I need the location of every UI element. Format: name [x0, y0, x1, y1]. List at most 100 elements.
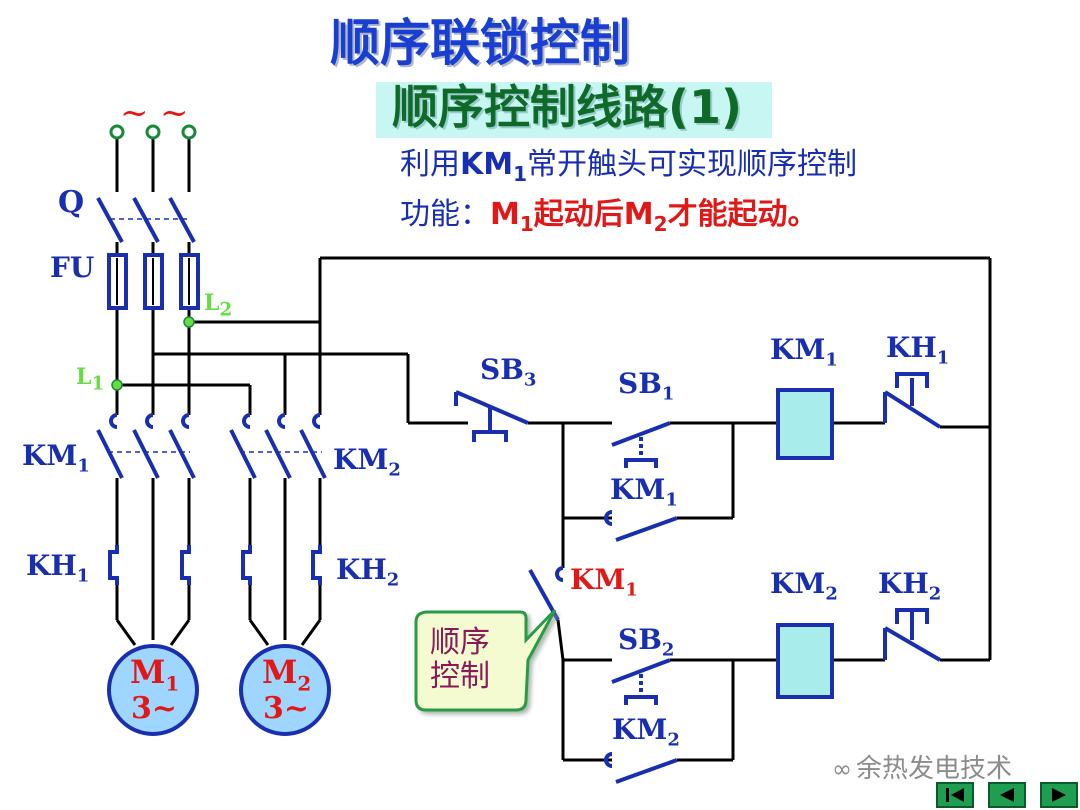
switch-blade	[168, 197, 196, 243]
label-l2: L2	[204, 292, 232, 320]
supply-symbol: ~	[120, 96, 149, 130]
km-sub: 1	[625, 579, 638, 601]
label-sb3: SB3	[480, 356, 536, 390]
kh-sub: 2	[928, 583, 942, 605]
km-sub: 1	[825, 349, 838, 371]
sb-sub: 3	[523, 369, 537, 391]
desc-contact-sub: 1	[513, 162, 528, 186]
desc-text: 才能起动。	[667, 197, 818, 232]
m1-sub: 1	[165, 671, 180, 696]
supply-symbol-2: ~	[160, 93, 189, 133]
motor-m1-label: M1	[130, 656, 180, 696]
kh2-thermal-element	[241, 545, 322, 585]
kh-sub: 1	[76, 565, 90, 587]
km1-interlock-contact	[528, 566, 564, 621]
description-line-1: 利用KM1常开触头可实现顺序控制	[400, 147, 858, 186]
sb1-start-button	[611, 421, 671, 468]
km-text: KM	[570, 563, 626, 596]
kh-sub: 1	[936, 347, 950, 369]
desc-m1-sub: 1	[519, 212, 534, 236]
label-km1-interlock: KM1	[570, 566, 638, 600]
km-sub: 1	[77, 455, 90, 477]
fuse	[107, 253, 128, 310]
node-l2	[183, 316, 195, 328]
subtitle-highlight	[376, 82, 772, 138]
label-sb2: SB2	[618, 626, 674, 660]
callout-line-2: 控制	[430, 658, 490, 694]
km-sub: 2	[667, 729, 680, 751]
components	[96, 197, 942, 784]
label-kh2-power: KH2	[336, 556, 399, 590]
node-l1	[111, 379, 123, 391]
label-l1: L1	[76, 366, 104, 394]
label-q: Q	[58, 185, 85, 220]
motor-m1	[107, 644, 199, 736]
km-text: KM	[22, 439, 78, 472]
km2-coil	[776, 623, 834, 699]
desc-contact: KM	[460, 147, 514, 182]
desc-m2-sub: 2	[653, 212, 668, 236]
supply-terminals	[109, 124, 197, 140]
km2-main-contacts	[229, 413, 327, 479]
label-km2-hold: KM2	[612, 716, 680, 750]
motor-m2	[239, 644, 331, 736]
km-sub: 2	[825, 583, 838, 605]
km-text: KM	[610, 473, 666, 506]
desc-text: 功能：	[400, 197, 490, 232]
previous-slide-button[interactable]	[988, 782, 1026, 808]
supply-symbol: ~	[160, 96, 189, 130]
motor-m2-phase: 3~	[262, 691, 309, 726]
label-kh1-control: KH1	[886, 334, 949, 368]
m2-letter: M	[262, 653, 298, 691]
label-kh2-control: KH2	[878, 570, 941, 604]
sb-sub: 2	[661, 639, 675, 661]
sb2-start-button	[611, 658, 671, 705]
sb-text: SB	[480, 353, 524, 386]
desc-text: 利用	[400, 147, 460, 182]
callout-line-1: 顺序	[430, 625, 490, 660]
kh-text: KH	[878, 567, 929, 600]
sequence-callout	[414, 608, 557, 712]
desc-m1: M	[490, 197, 520, 232]
label-km1-power: KM1	[22, 442, 90, 476]
kh-text: KH	[26, 549, 77, 582]
description-line-2: 功能：M1起动后M2才能起动。	[400, 197, 818, 236]
next-slide-icon	[1052, 788, 1066, 802]
callout-text: 顺序 控制	[430, 626, 490, 693]
km2-hold-contact	[604, 752, 678, 784]
supply-symbol-1: ~	[120, 93, 149, 133]
fuse	[179, 253, 200, 310]
desc-text: 常开触头可实现顺序控制	[527, 147, 858, 182]
label-km2-power: KM2	[333, 446, 401, 480]
label-fu: FU	[50, 251, 95, 284]
km-sub: 2	[388, 459, 401, 481]
l2-sub: 2	[219, 299, 233, 321]
kh-sub: 2	[386, 569, 400, 591]
km-sub: 1	[665, 489, 678, 511]
first-slide-button[interactable]	[936, 782, 974, 808]
slide-subtitle: 顺序控制线路(1)	[392, 80, 743, 134]
l1-letter: L	[76, 364, 92, 390]
label-km2-coil: KM2	[770, 570, 838, 604]
label-km1-coil: KM1	[770, 336, 838, 370]
km1-coil	[776, 388, 834, 460]
kh-text: KH	[336, 553, 387, 586]
wechat-icon: ∞	[832, 755, 852, 783]
km-text: KM	[612, 713, 668, 746]
kh1-thermal-element	[108, 545, 191, 585]
kh1-nc-contact	[883, 372, 942, 429]
motor-m2-label: M2	[262, 653, 311, 693]
desc-text: 起动后	[533, 197, 624, 232]
slide-title: 顺序联锁控制	[330, 14, 630, 72]
desc-m2: M	[623, 197, 654, 232]
sb-text: SB	[618, 623, 662, 656]
wires	[115, 138, 992, 762]
sb-text: SB	[618, 367, 662, 400]
label-km1-hold: KM1	[610, 476, 678, 510]
motor-m1-phase: 3~	[130, 691, 177, 726]
next-slide-button[interactable]	[1040, 782, 1078, 808]
km-text: KM	[333, 443, 389, 476]
switch-blade	[132, 197, 160, 243]
l1-sub: 1	[91, 373, 105, 395]
